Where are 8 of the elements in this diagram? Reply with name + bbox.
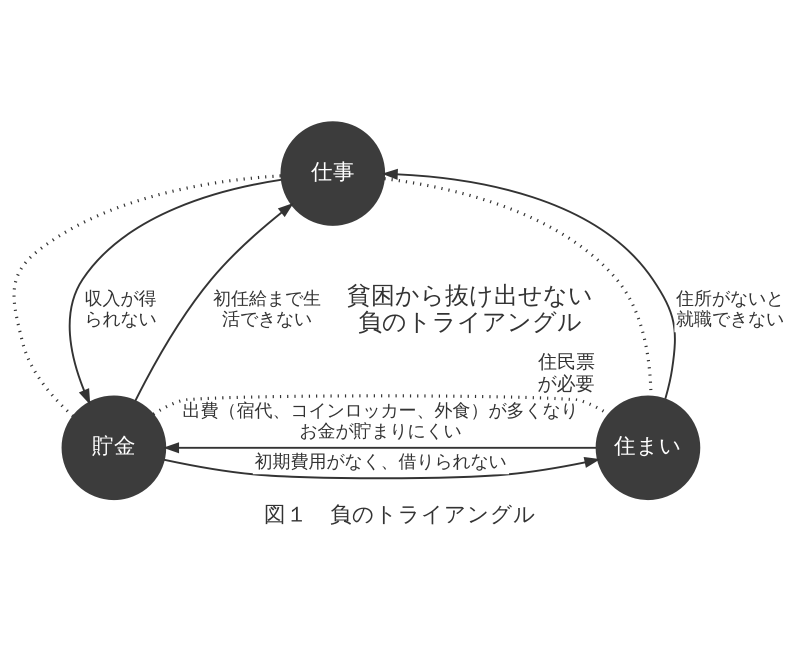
label: 貧困から抜け出せない負のトライアングル [346,280,593,336]
node-label: 住民票が必要 [537,350,595,394]
edge-label: 住所がないと就職できない [676,288,784,330]
edge-label: 出費（宿代、コインロッカー、外食）が多くなりお金が貯まりにくい [182,400,578,442]
edge-label: 収入が得られない [84,288,156,330]
caption: 図１ 負のトライアングル [264,502,536,528]
edge-label: 初期費用がなく、借りられない [254,451,507,472]
edge-label: 初任給まで生活できない [213,288,322,330]
